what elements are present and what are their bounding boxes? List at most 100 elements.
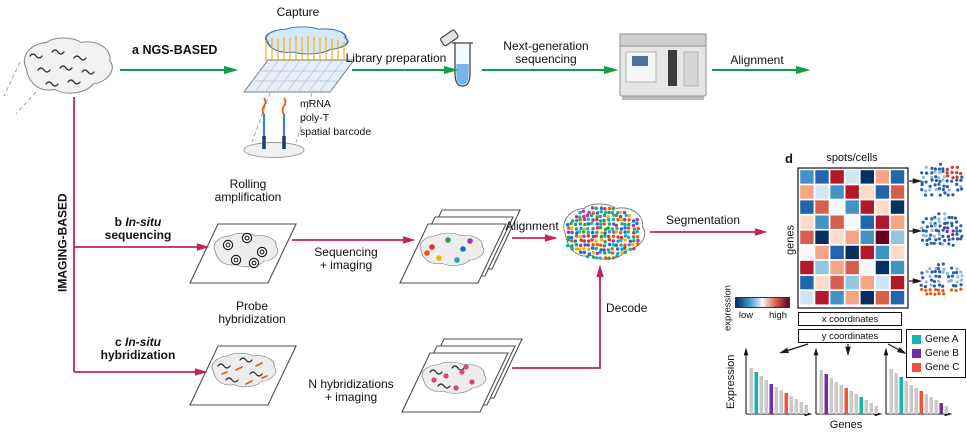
- matrix-cell: [815, 230, 829, 244]
- map-dot: [959, 278, 963, 282]
- cell-dot: [587, 247, 591, 252]
- matrix-cell: [890, 291, 905, 305]
- map-dot: [924, 280, 928, 284]
- cell-dot: [570, 230, 574, 235]
- expression-bar-charts: [743, 347, 953, 417]
- probe-mark: [261, 375, 268, 379]
- matrix-cell: [890, 275, 905, 290]
- arrow-head: [444, 65, 459, 75]
- spatial-probe: [261, 97, 267, 149]
- matrix-cell: [875, 260, 890, 275]
- probe-line-1: Probe: [235, 299, 269, 313]
- cell-dot: [579, 238, 583, 242]
- map-dot: [950, 215, 954, 220]
- panel-b-insitu: In-situ: [125, 215, 162, 229]
- map-dot: [955, 229, 959, 233]
- cell-dot: [632, 247, 636, 251]
- cell-dot: [603, 207, 607, 211]
- cell-dot: [599, 243, 603, 247]
- rolony: [256, 246, 268, 258]
- map-dot: [941, 284, 945, 288]
- matrix-cell: [830, 170, 844, 184]
- cell-dot: [620, 218, 624, 222]
- cell-dot: [595, 215, 599, 219]
- bar: [774, 387, 778, 414]
- x-coordinates-box: x coordinates: [798, 312, 902, 326]
- cell-dot: [587, 252, 591, 256]
- cell-dot: [569, 221, 573, 226]
- spots-cells-label: spots/cells: [826, 152, 878, 164]
- signal-dot: [469, 379, 475, 385]
- map-dot: [955, 267, 959, 271]
- arrow-head: [912, 178, 923, 184]
- cell-dot: [620, 222, 624, 226]
- bar: [894, 373, 898, 414]
- cell-dot: [578, 210, 582, 215]
- grid-line: [318, 59, 344, 93]
- cell-dot: [606, 234, 611, 239]
- map-dot: [934, 179, 938, 183]
- signal-dot: [454, 257, 460, 263]
- cell-dot: [573, 222, 578, 226]
- panel-c-letter: c: [114, 335, 122, 349]
- cell-dot: [590, 246, 595, 250]
- bar: [869, 403, 873, 414]
- cell-dot: [583, 222, 587, 227]
- probe-mark: [235, 366, 243, 371]
- map-dot: [933, 167, 938, 171]
- signal-dot: [431, 377, 437, 383]
- map-dot: [955, 178, 959, 182]
- map-dot: [938, 270, 942, 274]
- matrix-cell: [875, 215, 890, 229]
- map-dot: [959, 270, 963, 274]
- map-dot: [934, 228, 938, 232]
- signal-dot: [445, 237, 451, 243]
- aligned-tissue-icon: [563, 203, 646, 260]
- map-dot: [943, 221, 947, 226]
- gene-expression-matrix: [797, 167, 909, 309]
- sequencer-panel: [683, 51, 699, 87]
- ngs-line-1: Next-generation: [503, 39, 589, 53]
- map-dot: [920, 226, 924, 230]
- map-dot: [959, 171, 963, 176]
- bar: [919, 391, 923, 414]
- map-dot: [928, 188, 932, 192]
- sequencing-imaging-label: Sequencing + imaging: [294, 246, 398, 272]
- matrix-cell: [845, 170, 859, 184]
- matrix-cell: [845, 291, 859, 305]
- matrix-cell: [815, 275, 829, 290]
- arrow-head: [743, 347, 749, 356]
- map-dot: [938, 193, 942, 197]
- squiggle: [437, 383, 451, 389]
- panel-a-letter: a: [132, 43, 139, 57]
- ngs-line-2: sequencing: [515, 52, 577, 66]
- spatial-map-gene-a: [920, 162, 964, 197]
- y-coordinates-label: y coordinates: [821, 330, 879, 342]
- arrow-head: [897, 347, 907, 354]
- legend-label: Gene A: [925, 334, 959, 345]
- map-dot: [933, 269, 937, 274]
- map-dot: [949, 288, 954, 292]
- cell-dot: [611, 234, 616, 238]
- cell-dot: [616, 251, 620, 256]
- cell-dot: [604, 210, 608, 215]
- map-dot: [945, 229, 949, 234]
- cell-dot: [626, 235, 631, 239]
- cell-dot: [574, 215, 579, 219]
- probe-mark: [245, 380, 253, 385]
- matrix-cells: [800, 170, 905, 305]
- signal-dot: [463, 364, 469, 370]
- map-dot: [937, 237, 941, 241]
- cell-dot: [586, 222, 591, 226]
- cell-dot: [595, 222, 599, 226]
- cell-dot: [600, 231, 604, 235]
- cell-dot: [611, 243, 616, 247]
- signal-dot: [429, 244, 435, 250]
- cell-dot: [623, 238, 627, 242]
- panel-a-title: a NGS-BASED: [132, 44, 252, 57]
- bar: [784, 393, 788, 414]
- map-dot: [955, 171, 959, 175]
- n-hyb-line-1: N hybridizations: [308, 377, 394, 391]
- map-dot: [937, 176, 941, 180]
